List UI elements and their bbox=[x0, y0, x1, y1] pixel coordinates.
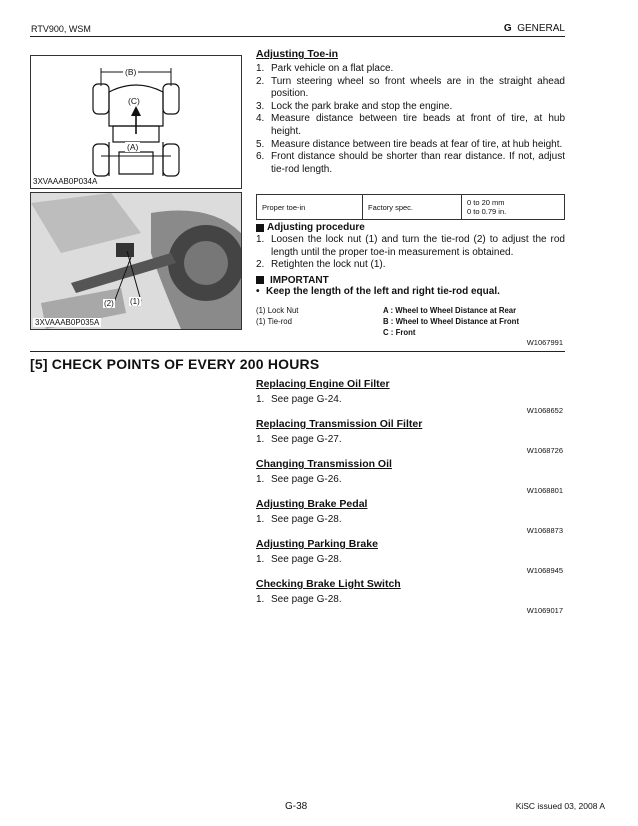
legend-item: A : Wheel to Wheel Distance at Rear bbox=[383, 306, 517, 315]
figure-tie-rod-photo: (2) (1) 3XVAAAB0P035A bbox=[30, 192, 242, 330]
check-title: Changing Transmission Oil bbox=[256, 458, 392, 470]
procedure-title: Adjusting procedure bbox=[267, 222, 365, 233]
list-item: 1.Loosen the lock nut (1) and turn the t… bbox=[256, 234, 565, 258]
label-c: (C) bbox=[126, 96, 142, 106]
label-b: (B) bbox=[123, 67, 139, 77]
section-rule bbox=[30, 351, 565, 352]
spec-kind: Factory spec. bbox=[362, 194, 462, 220]
check-step: See page G-24. bbox=[271, 394, 342, 405]
legend-item: (1) Lock Nut bbox=[256, 306, 299, 315]
check-title: Checking Brake Light Switch bbox=[256, 578, 401, 590]
check-step: See page G-27. bbox=[271, 434, 342, 445]
checks-list: Replacing Engine Oil Filter 1.See page G… bbox=[256, 378, 565, 618]
figure-1-caption: 3XVAAAB0P034A bbox=[33, 177, 98, 186]
label-1: (1) bbox=[129, 297, 141, 306]
label-2: (2) bbox=[103, 299, 115, 308]
spec-value-in: 0 to 0.79 in. bbox=[467, 207, 507, 216]
square-bullet-icon bbox=[256, 276, 264, 285]
list-item: 2.Turn steering wheel so front wheels ar… bbox=[256, 75, 565, 100]
list-item: 5.Measure distance between tire beads at… bbox=[256, 138, 563, 150]
header-section: G GENERAL bbox=[504, 23, 565, 34]
check-item: Checking Brake Light Switch 1.See page G… bbox=[256, 578, 563, 615]
list-item: 2.Retighten the lock nut (1). bbox=[256, 259, 386, 271]
toe-in-steps: 1.Park vehicle on a flat place. 2.Turn s… bbox=[256, 63, 565, 176]
toe-in-code: W1067991 bbox=[526, 338, 563, 347]
spec-value: 0 to 20 mm 0 to 0.79 in. bbox=[461, 194, 565, 220]
check-code: W1068726 bbox=[526, 446, 563, 455]
list-item: 3.Lock the park brake and stop the engin… bbox=[256, 100, 453, 112]
check-item: Changing Transmission Oil 1.See page G-2… bbox=[256, 458, 563, 495]
tie-rod-photo-graphic bbox=[31, 193, 241, 329]
important-title: IMPORTANT bbox=[270, 274, 329, 286]
check-item: Adjusting Parking Brake 1.See page G-28.… bbox=[256, 538, 563, 575]
check-item: Adjusting Brake Pedal 1.See page G-28. W… bbox=[256, 498, 563, 535]
check-code: W1068873 bbox=[526, 526, 563, 535]
check-step: See page G-28. bbox=[271, 554, 342, 565]
list-item: 4.Measure distance between tire beads at… bbox=[256, 113, 565, 137]
list-item: 1.Park vehicle on a flat place. bbox=[256, 63, 394, 74]
important-text: Keep the length of the left and right ti… bbox=[266, 285, 500, 297]
check-step: See page G-26. bbox=[271, 474, 342, 485]
header-rule bbox=[30, 36, 565, 37]
toe-in-section: Adjusting Toe-in 1.Park vehicle on a fla… bbox=[256, 48, 565, 176]
procedure-heading: Adjusting procedure bbox=[256, 222, 565, 233]
header-section-letter: G bbox=[503, 23, 512, 34]
check-code: W1069017 bbox=[526, 606, 563, 615]
check-title: Adjusting Brake Pedal bbox=[256, 498, 368, 510]
square-bullet-icon bbox=[256, 223, 264, 232]
procedure-steps: 1.Loosen the lock nut (1) and turn the t… bbox=[256, 234, 565, 272]
check-code: W1068652 bbox=[526, 406, 563, 415]
legend-parts: (1) Lock Nut (1) Tie-rod bbox=[256, 305, 396, 327]
legend-item: (1) Tie-rod bbox=[256, 317, 292, 326]
bullet-dot-icon: • bbox=[256, 285, 260, 297]
check-item: Replacing Transmission Oil Filter 1.See … bbox=[256, 418, 563, 455]
check-title: Adjusting Parking Brake bbox=[256, 538, 378, 550]
important-heading: IMPORTANT bbox=[256, 275, 565, 286]
issue-info: KiSC issued 03, 2008 A bbox=[515, 801, 605, 811]
page-number: G-38 bbox=[285, 801, 308, 812]
figure-2-caption: 3XVAAAB0P035A bbox=[33, 318, 102, 327]
check-code: W1068945 bbox=[526, 566, 563, 575]
header-doc-id: RTV900, WSM bbox=[31, 24, 91, 34]
legend-item: C : Front bbox=[383, 328, 416, 337]
label-a: (A) bbox=[125, 142, 141, 152]
important-note: • Keep the length of the left and right … bbox=[256, 286, 565, 297]
figure-toe-in-diagram: (B) (C) (A) 3XVAAAB0P034A bbox=[30, 55, 242, 189]
toe-in-title: Adjusting Toe-in bbox=[256, 48, 339, 60]
check-step: See page G-28. bbox=[271, 514, 342, 525]
check-title: Replacing Engine Oil Filter bbox=[256, 378, 390, 390]
spec-name: Proper toe-in bbox=[256, 194, 363, 220]
spec-table: Proper toe-in Factory spec. 0 to 20 mm 0… bbox=[256, 194, 565, 220]
procedure-section: Adjusting procedure 1.Loosen the lock nu… bbox=[256, 222, 565, 297]
table-row: Proper toe-in Factory spec. 0 to 20 mm 0… bbox=[256, 194, 565, 220]
header-section-word: GENERAL bbox=[517, 23, 565, 34]
legend-dimensions: A : Wheel to Wheel Distance at Rear B : … bbox=[383, 305, 565, 338]
check-step: See page G-28. bbox=[271, 594, 342, 605]
list-item: 6.Front distance should be shorter than … bbox=[256, 151, 565, 175]
check-item: Replacing Engine Oil Filter 1.See page G… bbox=[256, 378, 563, 415]
section-title: [5] CHECK POINTS OF EVERY 200 HOURS bbox=[30, 356, 320, 372]
spec-value-mm: 0 to 20 mm bbox=[467, 198, 505, 207]
legend-item: B : Wheel to Wheel Distance at Front bbox=[383, 317, 520, 326]
check-title: Replacing Transmission Oil Filter bbox=[256, 418, 423, 430]
check-code: W1068801 bbox=[526, 486, 563, 495]
